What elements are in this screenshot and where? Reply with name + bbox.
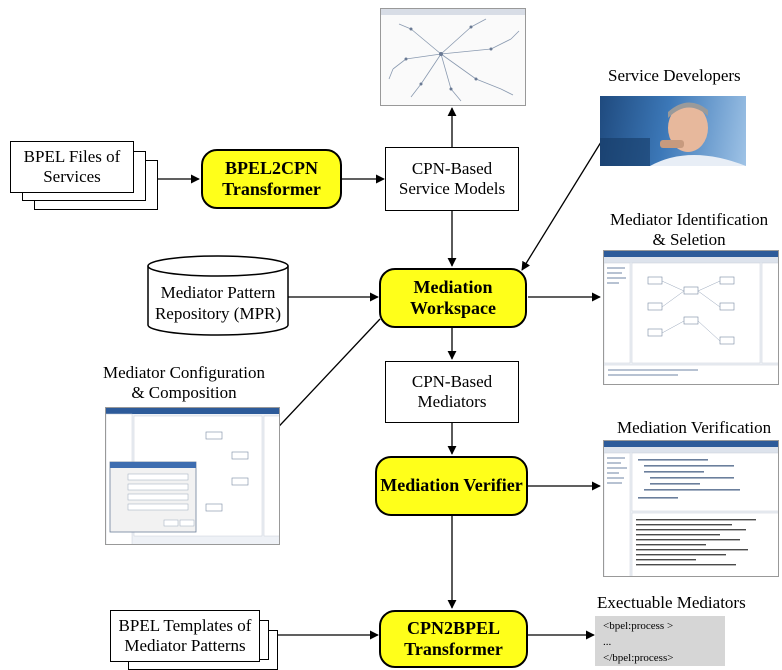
workspace-node: Mediation Workspace (379, 268, 527, 328)
executable-code-box: <bpel:process > ... </bpel:process> (595, 616, 725, 666)
bpel-templates-node: BPEL Templates of Mediator Patterns (110, 610, 260, 662)
cpn-graph-screenshot (380, 8, 526, 106)
arrow-developers-to-workspace (521, 133, 607, 271)
verifier-label: Mediation Verifier (380, 475, 523, 496)
network-graph-thumbnail (381, 9, 525, 102)
configuration-screenshot (105, 407, 280, 545)
arrow-workspace-to-configuration (267, 318, 381, 439)
code-line: <bpel:process > (603, 620, 674, 632)
executable-caption: Exectuable Mediators (597, 593, 746, 612)
cpn-models-label: CPN-Based Service Models (398, 158, 506, 198)
code-editor-thumbnail (604, 441, 778, 576)
cpn2bpel-label: CPN2BPEL Transformer (404, 617, 503, 659)
bpel-files-node: BPEL Files of Services (10, 141, 134, 193)
cpn2bpel-node: CPN2BPEL Transformer (379, 610, 528, 668)
mpr-node: Mediator Pattern Repository (MPR) (148, 276, 288, 331)
mpr-label: Mediator Pattern Repository (MPR) (154, 283, 282, 323)
cpn-mediators-node: CPN-Based Mediators (385, 361, 519, 423)
identification-caption: Mediator Identification & Seletion (610, 210, 769, 250)
bpel-templates-label: BPEL Templates of Mediator Patterns (118, 615, 252, 655)
mpr-cylinder-shape (147, 255, 289, 336)
service-developers-caption: Service Developers (608, 66, 741, 85)
code-line: </bpel:process> (603, 651, 674, 664)
bpel-files-label: BPEL Files of Services (23, 146, 121, 186)
identification-screenshot (603, 250, 779, 385)
verification-screenshot (603, 440, 779, 577)
service-developer-photo (600, 96, 746, 166)
ide-window-thumbnail (604, 251, 778, 384)
bpel2cpn-label: BPEL2CPN Transformer (222, 157, 321, 199)
cpn-models-node: CPN-Based Service Models (385, 147, 519, 211)
verification-caption: Mediation Verification (617, 418, 772, 437)
cpn-mediators-label: CPN-Based Mediators (411, 371, 493, 411)
code-line: ... (603, 635, 612, 648)
config-dialog-thumbnail (106, 408, 279, 544)
workspace-label: Mediation Workspace (409, 276, 496, 318)
person-silhouette-icon (600, 102, 746, 166)
configuration-caption: Mediator Configuration & Composition (103, 363, 265, 403)
verifier-node: Mediation Verifier (375, 456, 528, 516)
bpel2cpn-node: BPEL2CPN Transformer (201, 149, 342, 209)
